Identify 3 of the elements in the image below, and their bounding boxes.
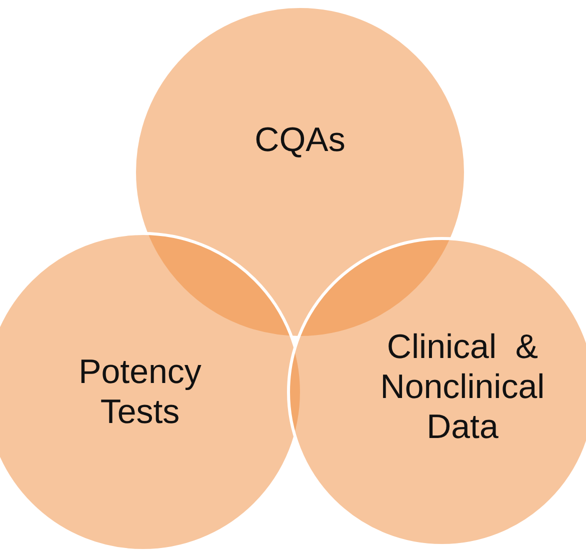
circle-label: Potency Tests — [78, 352, 202, 432]
circle-label: CQAs — [254, 120, 346, 160]
circle-label: Clinical & Nonclinical Data — [379, 327, 546, 447]
